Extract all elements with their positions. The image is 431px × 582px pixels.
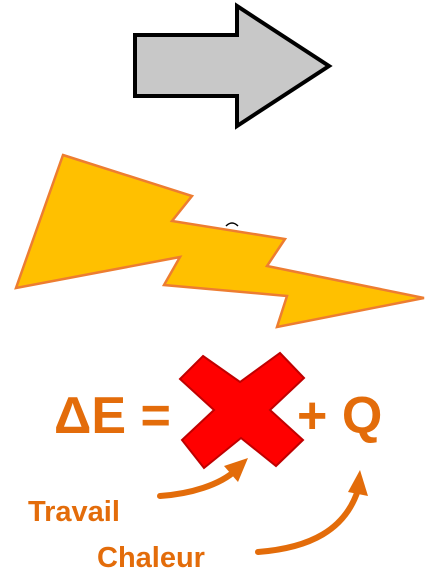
bolt-highlight-mark <box>225 222 239 227</box>
label-travail: Travail <box>28 496 120 528</box>
equation-lhs: ΔE = <box>54 387 171 445</box>
heat-arrow <box>255 470 368 555</box>
work-arrow <box>157 458 248 499</box>
equation-plus-q: + Q <box>297 387 382 445</box>
label-chaleur: Chaleur <box>97 542 205 574</box>
red-cross-icon <box>178 351 306 470</box>
right-arrow-icon <box>133 2 333 130</box>
lightning-bolt-icon <box>14 153 425 329</box>
